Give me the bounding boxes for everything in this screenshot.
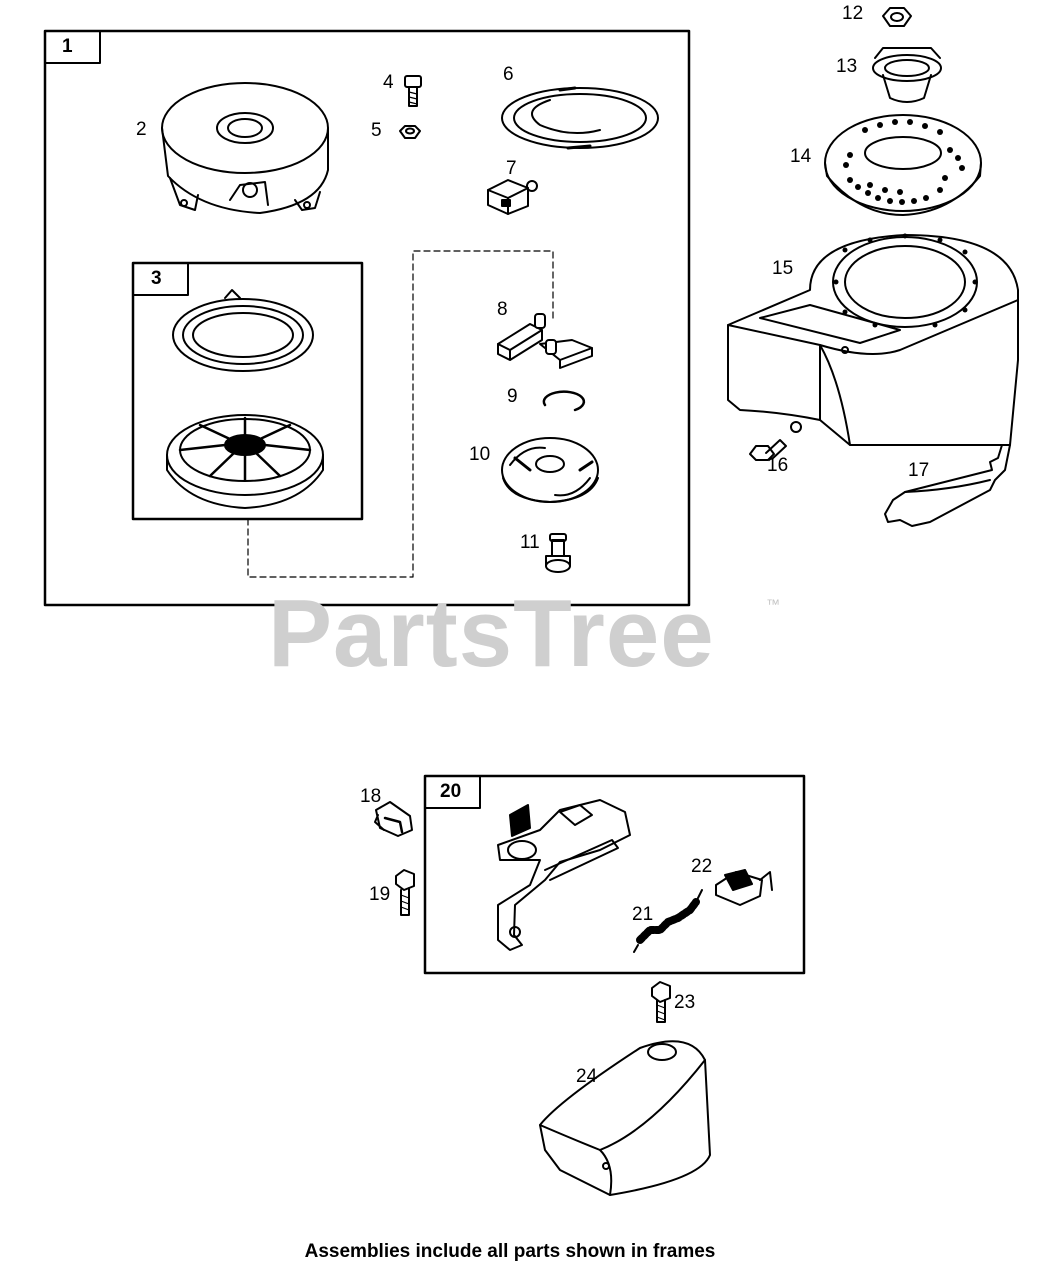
callout-13: 13	[836, 56, 858, 77]
callout-9: 9	[507, 386, 518, 407]
clip-part	[487, 179, 538, 215]
frames-note-caption: Assemblies include all parts shown in fr…	[304, 1241, 716, 1262]
callout-15: 15	[772, 258, 794, 279]
assembly-connector-line	[247, 250, 554, 578]
frame-1-tag-box	[44, 30, 101, 64]
frame-20-border	[423, 774, 806, 975]
ratchet-pin-part	[545, 533, 571, 573]
callout-17: 17	[908, 460, 930, 481]
frame-20-tag: 20	[440, 781, 462, 802]
callout-23: 23	[674, 992, 696, 1013]
bolt-part	[395, 869, 415, 916]
callout-4: 4	[383, 72, 394, 93]
callout-5: 5	[371, 120, 382, 141]
callout-11: 11	[520, 532, 540, 553]
callout-21: 21	[632, 904, 654, 925]
trademark-symbol: ™	[766, 596, 780, 612]
hex-nut-part	[882, 7, 912, 27]
nut-part	[399, 125, 421, 139]
callout-14: 14	[790, 146, 812, 167]
housing-screw-part	[749, 439, 787, 461]
governor-lever-part	[497, 799, 631, 951]
screen-hub-part	[872, 47, 942, 103]
governor-link-part	[715, 869, 773, 906]
recoil-spring-part	[172, 289, 314, 372]
callout-7: 7	[506, 158, 517, 179]
frame-1-border	[43, 29, 691, 607]
callout-22: 22	[691, 856, 713, 877]
callout-10: 10	[469, 444, 491, 465]
ratchet-part	[501, 437, 599, 503]
screw-part	[404, 75, 422, 107]
callout-24: 24	[576, 1066, 598, 1087]
frame-3-tag-box	[132, 262, 189, 296]
pawl-part	[497, 313, 593, 369]
blower-housing-part	[727, 233, 1019, 446]
starter-housing-part	[161, 82, 329, 214]
frame-3-tag: 3	[151, 268, 162, 289]
callout-2: 2	[136, 119, 147, 140]
cover-part	[539, 1040, 711, 1196]
callout-19: 19	[369, 884, 391, 905]
air-guide-part	[884, 444, 1011, 527]
pulley-part	[166, 414, 324, 509]
callout-6: 6	[503, 64, 514, 85]
frame-20-tag-box	[424, 775, 481, 809]
starter-rope-part	[501, 86, 659, 150]
callout-18: 18	[360, 786, 382, 807]
callout-12: 12	[842, 3, 864, 24]
frame-1-tag: 1	[62, 36, 73, 57]
callout-8: 8	[497, 299, 508, 320]
governor-spring-part	[633, 889, 703, 953]
wire-clip-part	[374, 801, 413, 837]
partstree-watermark: PartsTree	[268, 580, 715, 687]
callout-16: 16	[767, 455, 789, 476]
cover-screw-part	[651, 981, 671, 1023]
rotating-screen-part	[824, 114, 982, 216]
retainer-ring-part	[542, 390, 586, 412]
